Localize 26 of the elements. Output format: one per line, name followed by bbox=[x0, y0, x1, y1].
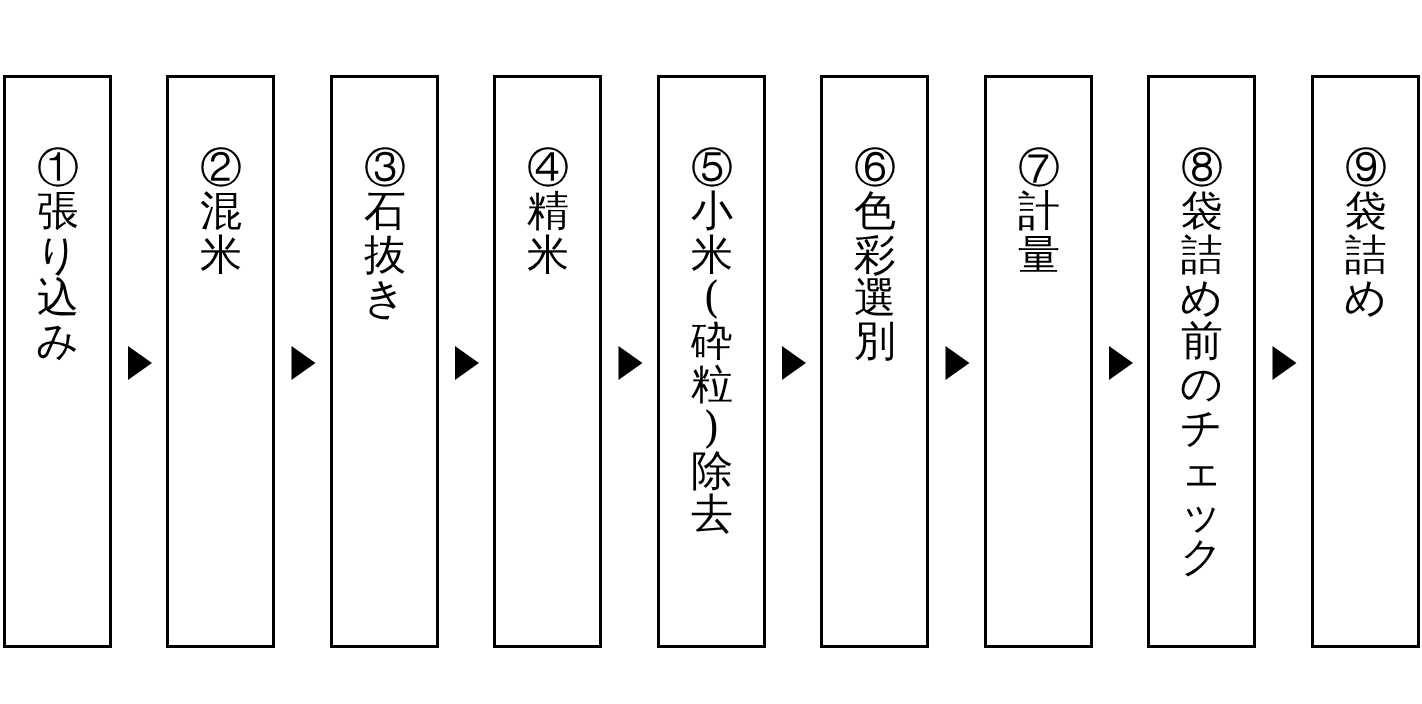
process-box bbox=[1147, 75, 1256, 648]
process-box bbox=[330, 75, 439, 648]
arrow bbox=[455, 346, 479, 380]
process-box bbox=[984, 75, 1093, 648]
process-box bbox=[820, 75, 929, 648]
arrow bbox=[945, 346, 970, 380]
arrow bbox=[1109, 346, 1133, 380]
process-box bbox=[3, 75, 112, 648]
process-box bbox=[166, 75, 275, 648]
process-box bbox=[1311, 75, 1420, 648]
step-label: ⑥色彩選別 bbox=[852, 146, 897, 363]
process-box bbox=[493, 75, 602, 648]
step-label: ⑧袋詰め前のチェック bbox=[1179, 146, 1224, 579]
arrow bbox=[291, 346, 316, 380]
arrow bbox=[618, 346, 643, 380]
arrow bbox=[128, 346, 152, 380]
step-label: ④精米 bbox=[525, 146, 570, 276]
step-label: ②混米 bbox=[198, 146, 243, 276]
process-box bbox=[657, 75, 766, 648]
step-label: ⑤小米(砕粒)除去 bbox=[689, 146, 734, 536]
step-label: ①張り込み bbox=[35, 146, 80, 363]
step-label: ⑦計量 bbox=[1016, 146, 1061, 276]
step-label: ③石抜き bbox=[362, 146, 407, 319]
arrow bbox=[1272, 346, 1297, 380]
step-label: ⑨袋詰め bbox=[1343, 146, 1388, 319]
arrow bbox=[782, 346, 806, 380]
